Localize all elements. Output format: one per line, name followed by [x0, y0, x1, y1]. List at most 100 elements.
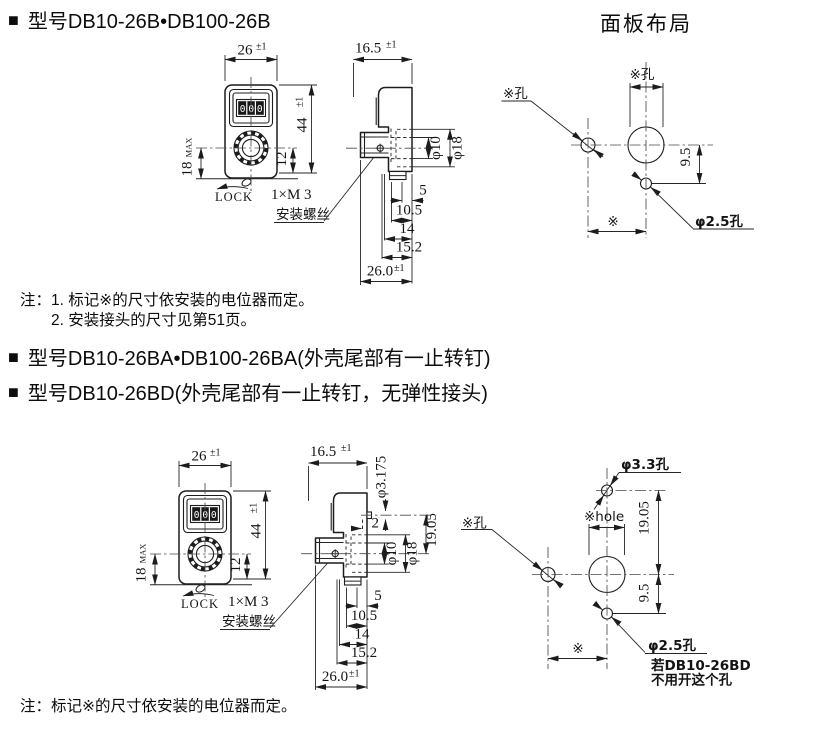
- hole-bottom-note-2: 不用开这个孔: [651, 672, 732, 689]
- dim-9-5-value: 9.5: [637, 584, 653, 603]
- dim-pin-offset: 2: [351, 516, 379, 532]
- section-bullet: ■: [8, 381, 19, 402]
- dim-shaft-dia: φ10: [412, 136, 444, 160]
- section-title-3-text: 型号DB10-26BD(外壳尾部有一止转钉，无弹性接头): [27, 383, 488, 405]
- dim-10-5: 10.5: [396, 203, 422, 219]
- screw-label: 安装螺丝: [222, 614, 276, 630]
- stacked-dims-bottom: 5 10.5 14 15.2 26.0 ±1: [315, 565, 382, 690]
- section-bullet: ■: [8, 346, 19, 367]
- dim-protrusion: 18 MAX: [180, 138, 204, 180]
- counter-digit: 0: [202, 510, 208, 521]
- lock-callout: LOCK: [215, 183, 253, 204]
- dim-depth: 16.5 ±1: [353, 40, 413, 97]
- dim-total: 26.0: [322, 669, 348, 685]
- dim-protrusion-value: 18: [180, 162, 196, 177]
- dim-body-height-value: 44: [249, 523, 265, 539]
- dim-9-5: 9.5: [678, 144, 703, 184]
- dim-hole-top: ※孔: [629, 67, 664, 127]
- dim-10-5: 10.5: [351, 608, 377, 624]
- dim-total-tol: ±1: [349, 669, 360, 680]
- counter-digit: 0: [257, 104, 263, 115]
- dim-bushing-dia-value: φ18: [405, 542, 421, 566]
- dim-bushing-dia-value: φ18: [450, 136, 466, 160]
- dim-protrusion-value: 18: [134, 568, 150, 583]
- front-view-top: 0 0 0 26 ±1 44 ±1 12: [180, 42, 379, 223]
- hole-top-label: φ3.3孔: [621, 457, 669, 473]
- screw-spec: 1×M 3: [271, 187, 312, 203]
- lock-direction-arrow: [182, 590, 215, 597]
- dim-body-width-value: 26: [238, 43, 254, 59]
- section-title-3: ■ 型号DB10-26BD(外壳尾部有一止转钉，无弹性接头): [8, 377, 488, 406]
- housing-profile: [359, 86, 413, 173]
- dim-knob-center-value: 12: [274, 152, 290, 167]
- note-label: 注：: [20, 292, 52, 309]
- dim-pin-pitch: 19.05: [423, 513, 440, 555]
- section-title-1-text: 型号DB10-26B•DB100-26B: [27, 11, 271, 33]
- dim-star-value: ※: [607, 214, 618, 230]
- lock-callout: LOCK: [181, 590, 219, 611]
- panel-layout-bottom: φ3.3孔 ※hole 19.05 9.5 ※孔 ※ φ2.5孔 若DB10-2…: [461, 457, 751, 689]
- dim-depth-tol: ±1: [386, 40, 397, 51]
- digit-band: [192, 507, 218, 521]
- dim-body-height-value: 44: [295, 117, 311, 133]
- dim-body-width-tol: ±1: [256, 42, 267, 53]
- dim-body-height: 44 ±1: [279, 84, 317, 174]
- hole-top-label: ※孔: [630, 67, 655, 83]
- dim-star: ※: [547, 641, 608, 662]
- hole-bottom-note-1: 若DB10-26BD: [650, 657, 751, 674]
- side-view-top: 16.5 ±1 φ10 φ18 5 10.5 14: [346, 40, 466, 285]
- dim-5: 5: [419, 183, 427, 199]
- dim-shaft-dia: φ10: [367, 542, 400, 566]
- dim-shaft-dia-value: φ10: [428, 136, 444, 160]
- dim-protrusion: 18 MAX: [134, 544, 158, 586]
- dim-5: 5: [374, 588, 382, 604]
- note-1-line-1: 1. 标记※的尺寸依安装的电位器而定。: [51, 292, 314, 309]
- panel-layout-title: 面板布局: [600, 13, 692, 36]
- dim-body-width: 26 ±1: [224, 42, 278, 81]
- dim-hole-width: ※hole: [584, 509, 625, 555]
- dim-depth-value: 16.5: [310, 444, 336, 460]
- note-2-text: 注：标记※的尺寸依安装的电位器而定。: [20, 698, 297, 715]
- dim-star: ※: [587, 214, 647, 235]
- dim-shaft-dia-value: φ10: [384, 542, 400, 566]
- housing-profile: [314, 492, 368, 578]
- digit-band: [238, 101, 264, 115]
- dim-total: 26.0: [367, 264, 393, 280]
- dim-star-value: ※: [572, 641, 583, 657]
- counter-digit: 0: [194, 510, 200, 521]
- dim-19-05-value: 19.05: [637, 501, 653, 535]
- lock-direction-arrow: [216, 183, 249, 190]
- dim-body-height-tol: ±1: [295, 97, 306, 108]
- hole-bottom-label: φ2.5孔: [695, 214, 743, 230]
- dim-pin-pitch-value: 19.05: [424, 513, 440, 547]
- lock-label: LOCK: [215, 190, 253, 204]
- dim-depth-tol: ±1: [341, 443, 352, 454]
- dim-knob-center-value: 12: [228, 558, 244, 573]
- dim-body-height-tol: ±1: [249, 503, 260, 514]
- dim-knob-center: 12: [274, 147, 296, 174]
- dim-body-width: 26 ±1: [178, 448, 232, 487]
- dim-pin-dia: φ3.175: [374, 456, 390, 531]
- screw-spec: 1×M 3: [228, 594, 269, 610]
- dim-body-width-tol: ±1: [210, 448, 221, 459]
- note-block-2: 注：标记※的尺寸依安装的电位器而定。: [20, 697, 297, 717]
- counter-digit: 0: [248, 104, 254, 115]
- dim-total-tol: ±1: [394, 263, 405, 274]
- section-title-1: ■ 型号DB10-26B•DB100-26B: [8, 5, 271, 34]
- front-view-bottom: 0 0 0 26 ±1 44 ±1 12: [134, 448, 334, 630]
- stacked-dims-top: 5 10.5 14 15.2 26.0 ±1: [360, 160, 427, 285]
- dim-protrusion-unit: MAX: [138, 544, 148, 564]
- hole-left-label: ※孔: [462, 516, 487, 532]
- note-block-1: 注：1. 标记※的尺寸依安装的电位器而定。 2. 安装接头的尺寸见第51页。: [20, 291, 314, 330]
- dim-pin-offset-value: 2: [372, 516, 380, 532]
- screw-label: 安装螺丝: [276, 207, 330, 223]
- dim-19-05: 19.05: [637, 490, 662, 575]
- dim-15-2: 15.2: [351, 645, 377, 661]
- note-1-line-2: 2. 安装接头的尺寸见第51页。: [51, 311, 256, 329]
- hole-left-label: ※孔: [503, 86, 528, 102]
- section-bullet: ■: [8, 9, 19, 30]
- lock-label: LOCK: [181, 597, 219, 611]
- screw-callout: 1×M 3 安装螺丝: [220, 556, 334, 630]
